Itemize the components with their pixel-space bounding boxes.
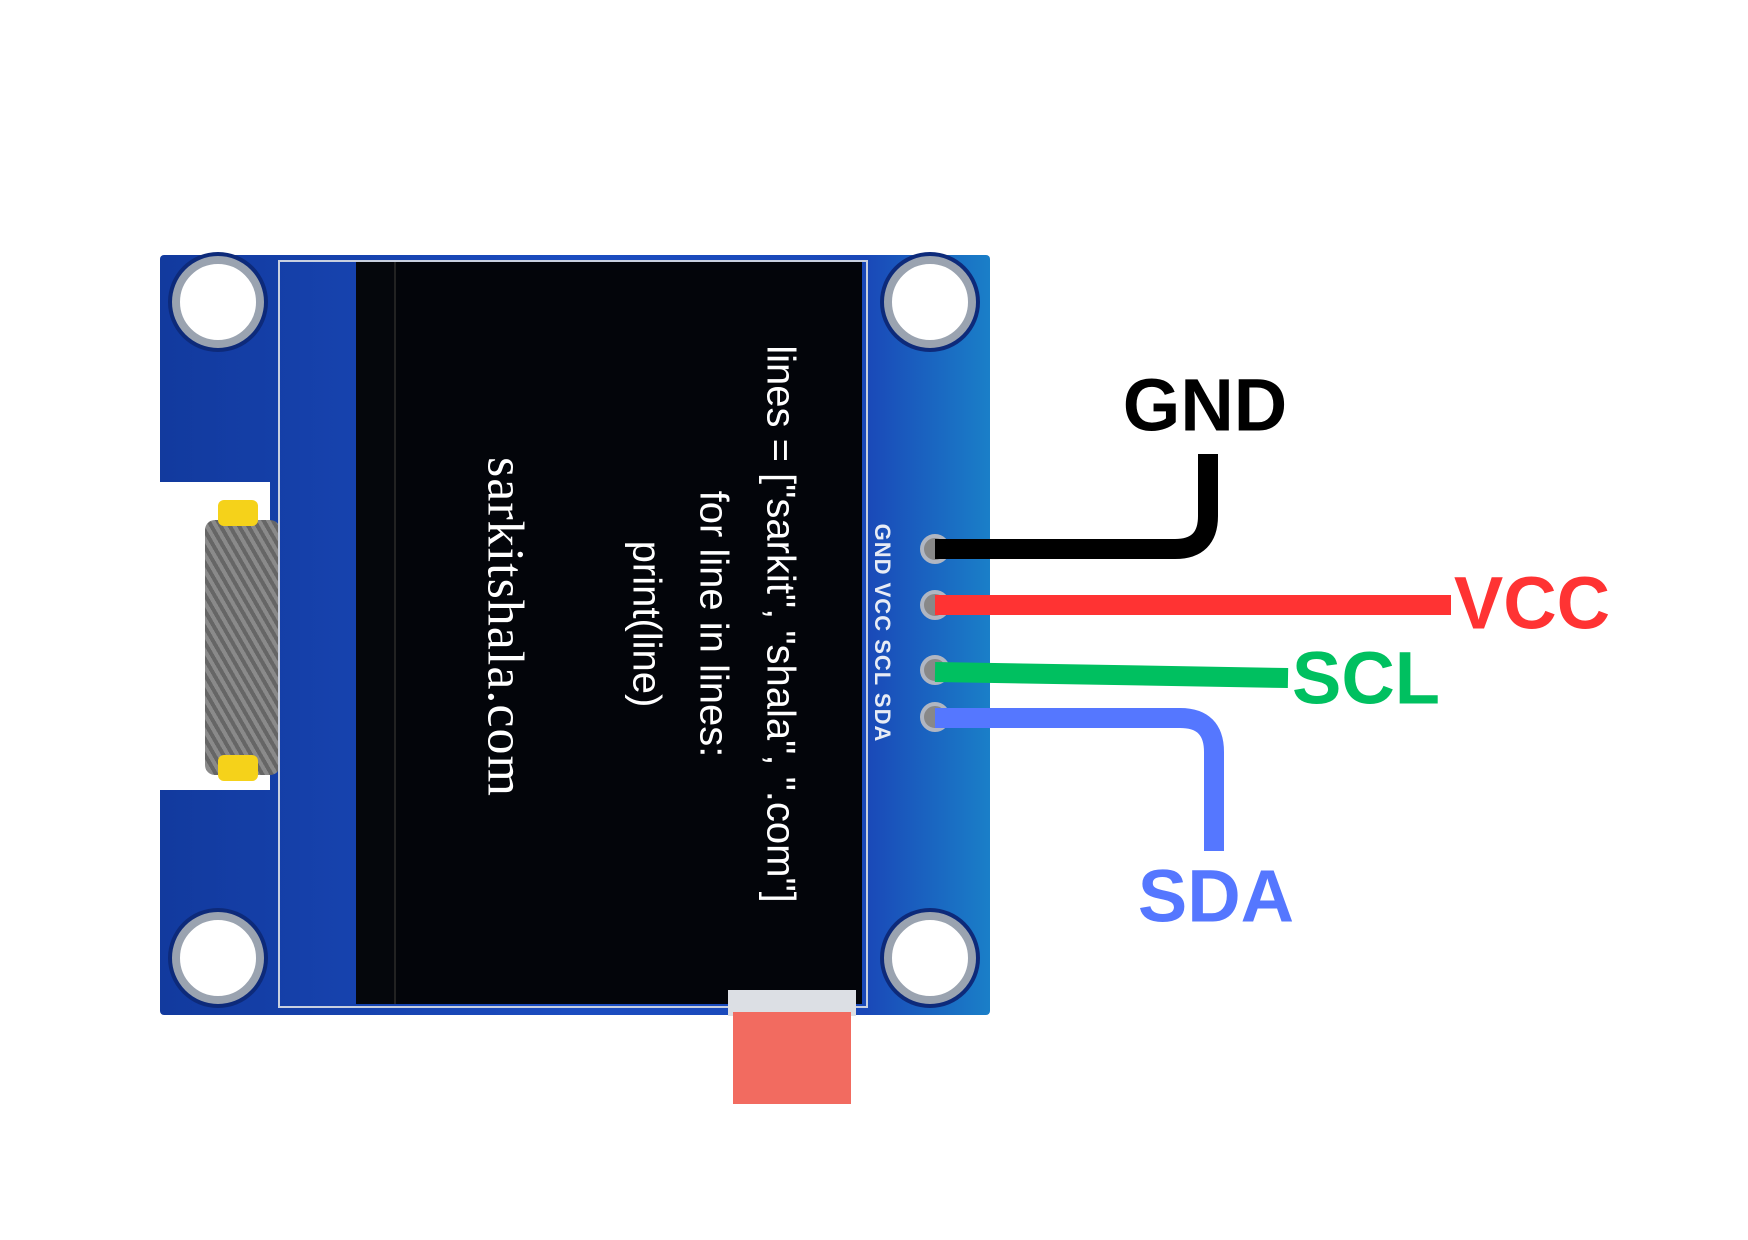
protective-film-tab — [733, 1012, 851, 1104]
label-scl: SCL — [1292, 636, 1440, 720]
wire-sda — [935, 708, 1224, 851]
label-vcc: VCC — [1453, 561, 1611, 645]
cable-clip — [218, 500, 258, 526]
mounting-hole — [884, 912, 976, 1004]
mounting-hole — [172, 256, 264, 348]
wire-gnd — [935, 454, 1218, 559]
label-gnd: GND — [1122, 363, 1288, 447]
wire-scl — [934, 662, 1289, 688]
display-edge — [356, 262, 396, 1004]
ribbon-cable — [205, 520, 280, 775]
oled-screen — [394, 262, 862, 1004]
film-edge — [728, 990, 856, 1016]
mounting-hole — [884, 256, 976, 348]
label-sda: SDA — [1137, 854, 1295, 938]
cable-clip — [218, 755, 258, 781]
silkscreen-frame — [278, 260, 868, 1008]
mounting-hole — [172, 912, 264, 1004]
